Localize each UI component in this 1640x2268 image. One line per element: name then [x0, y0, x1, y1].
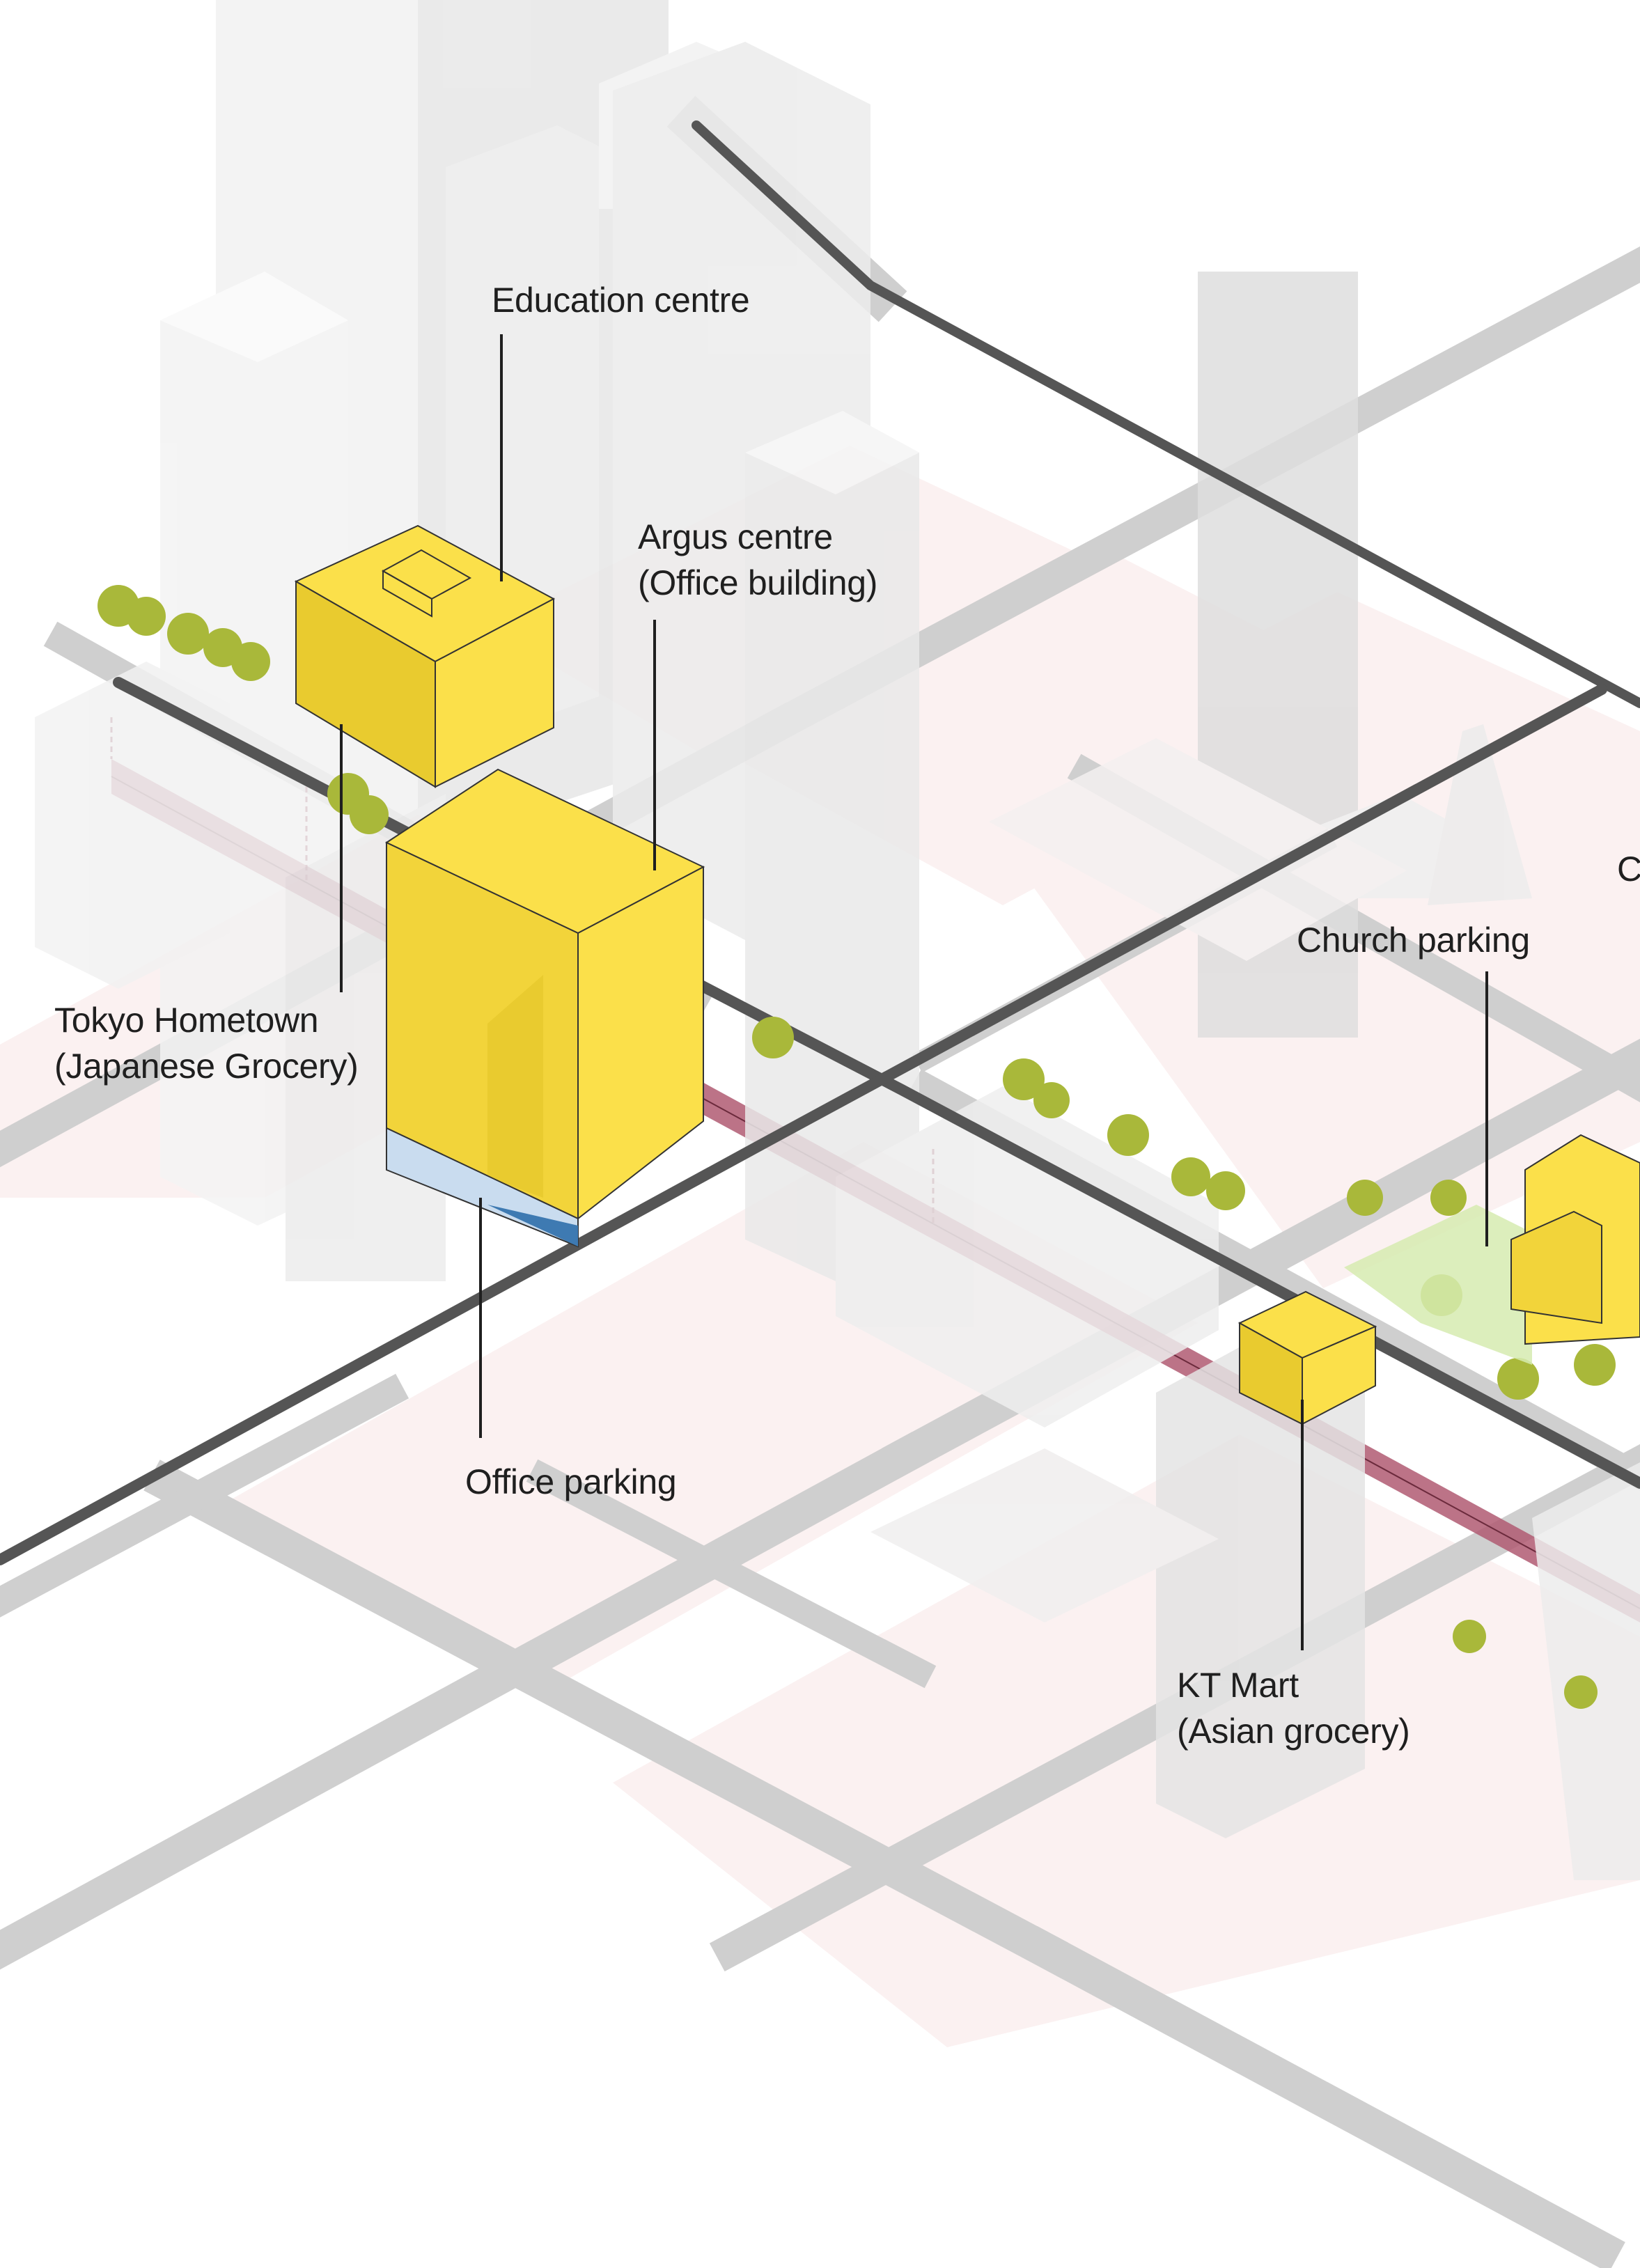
church-building [1511, 1135, 1640, 1344]
label-kt-mart: KT Mart (Asian grocery) [1177, 1662, 1410, 1754]
label-church-partial: C [1617, 846, 1640, 892]
label-office-parking: Office parking [465, 1459, 676, 1505]
label-church-parking: Church parking [1297, 917, 1530, 963]
label-tokyo-hometown: Tokyo Hometown (Japanese Grocery) [54, 997, 358, 1089]
label-education-centre: Education centre [492, 277, 749, 323]
label-argus-centre: Argus centre (Office building) [638, 514, 877, 606]
